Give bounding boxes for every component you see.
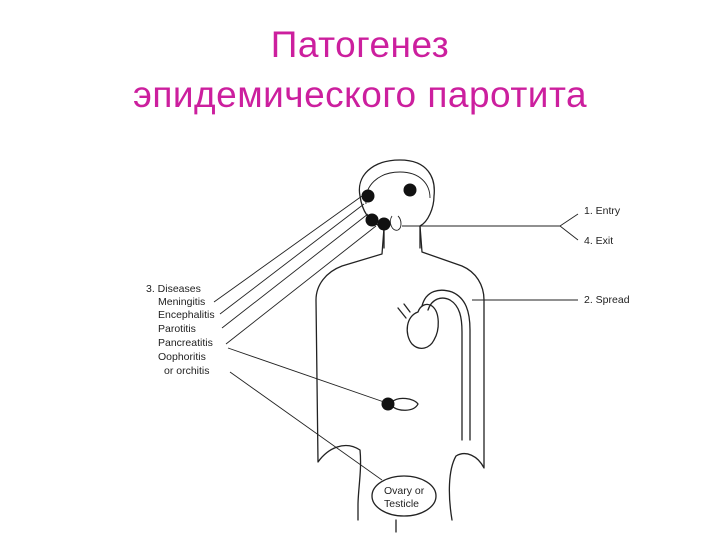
label-diseases-header: 3. Diseases: [146, 283, 201, 295]
dot-parotid-2: [378, 218, 391, 231]
entry-exit-leader-lines: [402, 214, 578, 300]
label-disease-oophoritis: Oophoritis: [158, 351, 206, 363]
label-disease-orchitis: or orchitis: [164, 365, 210, 377]
neck-outline: [384, 226, 420, 248]
label-gonad-line2: Testicle: [384, 498, 419, 510]
label-disease-pancreatitis: Pancreatitis: [158, 337, 213, 349]
vessel-outer: [422, 290, 470, 440]
disease-leader-lines: [214, 196, 384, 480]
dot-meninges: [362, 190, 375, 203]
label-entry: 1. Entry: [584, 205, 621, 217]
nose-outline: [390, 216, 401, 230]
heart-outline: [398, 304, 438, 348]
label-disease-meningitis: Meningitis: [158, 296, 205, 308]
label-gonad-line1: Ovary or: [384, 485, 425, 497]
brain-outline: [366, 172, 430, 204]
dot-parotid: [366, 214, 379, 227]
label-spread: 2. Spread: [584, 294, 630, 306]
vessel-inner: [428, 298, 462, 440]
pancreas-outline: [392, 398, 418, 410]
label-exit: 4. Exit: [584, 235, 613, 247]
dot-pancreas: [382, 398, 395, 411]
label-disease-parotitis: Parotitis: [158, 323, 196, 335]
label-disease-encephalitis: Encephalitis: [158, 309, 215, 321]
dot-brain: [404, 184, 417, 197]
